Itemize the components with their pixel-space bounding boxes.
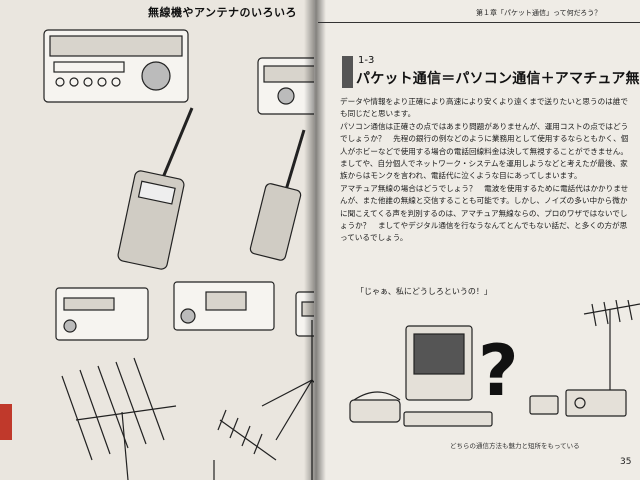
radio-partial-icon xyxy=(257,57,329,115)
yagi-antenna-icon xyxy=(61,357,177,480)
page-number: 35 xyxy=(620,457,632,467)
antenna-mast-icon xyxy=(583,300,640,390)
section-title: パケット通信＝パソコン通信＋アマチュア無線 xyxy=(356,71,640,87)
mobile-radio-icon-1 xyxy=(55,287,149,341)
radio-antenna-illustrations xyxy=(43,29,336,480)
section-marker xyxy=(342,56,353,88)
handheld-radio-icon xyxy=(117,107,194,270)
header-rule xyxy=(318,22,640,23)
figure-caption: どちらの通信方法も魅力と短所をもっている xyxy=(450,442,580,450)
handheld-radio-small-icon xyxy=(249,129,306,261)
body-text: データや情報をより正確により高速により安くより遠くまで送りたいと思うのは誰でも同… xyxy=(340,96,632,245)
paragraph-2: パソコン通信は正確さの点ではあまり問題がありませんが、運用コストの点ではどうでし… xyxy=(340,121,629,181)
question-mark-icon: ? xyxy=(478,330,519,412)
transceiver-icon xyxy=(529,389,627,417)
paragraph-3: アマチュア無線の場合はどうでしょう？ 電波を使用するために電話代はかかりませんが… xyxy=(340,183,629,243)
book-gutter xyxy=(304,0,326,480)
chapter-tab xyxy=(0,404,12,440)
left-running-head: 無線機やアンテナのいろいろ xyxy=(148,6,298,19)
quote-line: 「じゃぁ、私にどうしろというの！」 xyxy=(356,287,492,296)
left-page: 無線機やアンテナのいろいろ xyxy=(0,0,336,480)
section-number: 1-3 xyxy=(358,55,375,66)
beam-antenna-icon xyxy=(213,409,277,480)
computer-icon xyxy=(403,325,493,427)
right-running-head: 第１章「パケット通信」って何だろう？ xyxy=(476,9,602,17)
mobile-radio-icon-2 xyxy=(173,281,275,331)
paragraph-1: データや情報をより正確により高速により安くより遠くまで送りたいと思うのは誰でも同… xyxy=(340,97,628,119)
telephone-icon xyxy=(349,391,401,423)
base-station-radio-icon xyxy=(43,29,189,103)
computer-vs-radio-illustration xyxy=(349,300,640,427)
